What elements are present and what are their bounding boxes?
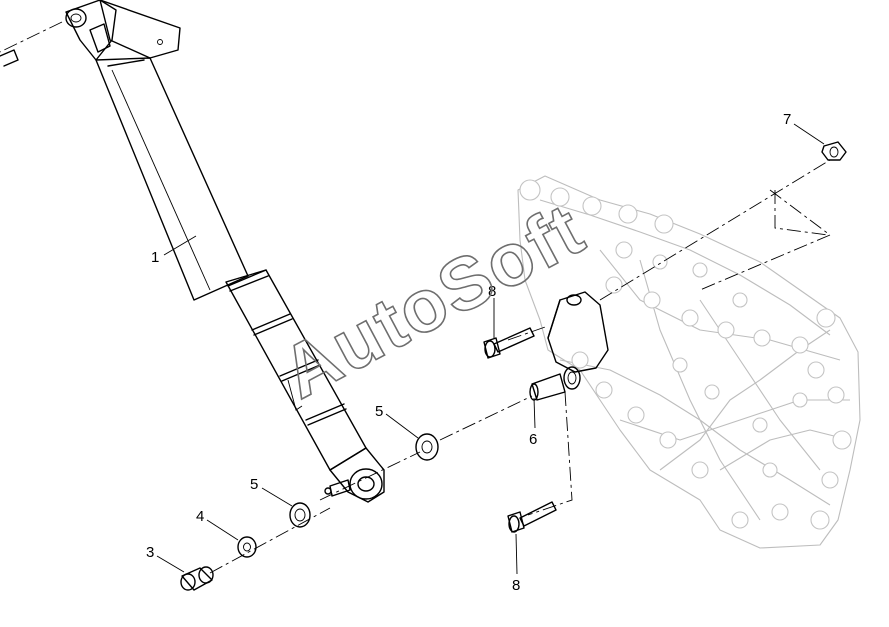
washer-5-upper bbox=[415, 433, 439, 461]
callout-8-upper: 8 bbox=[488, 283, 496, 300]
callout-5-lower: 5 bbox=[250, 476, 258, 493]
callout-leaders bbox=[156, 123, 825, 575]
callout-3: 3 bbox=[146, 544, 154, 561]
bolt-8-lower bbox=[507, 501, 557, 533]
autosoft-watermark: AutoSoft bbox=[269, 187, 598, 414]
washer-4 bbox=[237, 536, 257, 558]
pivot-pin-bracket bbox=[529, 291, 609, 401]
callout-4: 4 bbox=[196, 508, 204, 525]
callout-8-lower: 8 bbox=[512, 577, 520, 594]
washer-5-lower bbox=[289, 502, 311, 528]
callout-6: 6 bbox=[529, 431, 537, 448]
lift-cylinder bbox=[0, 0, 385, 503]
callout-5-upper: 5 bbox=[375, 403, 383, 420]
callout-1: 1 bbox=[151, 249, 159, 266]
bushing-3 bbox=[180, 566, 214, 591]
nut-7 bbox=[821, 141, 847, 161]
bolt-8-upper bbox=[483, 327, 535, 359]
callout-7: 7 bbox=[783, 111, 791, 128]
